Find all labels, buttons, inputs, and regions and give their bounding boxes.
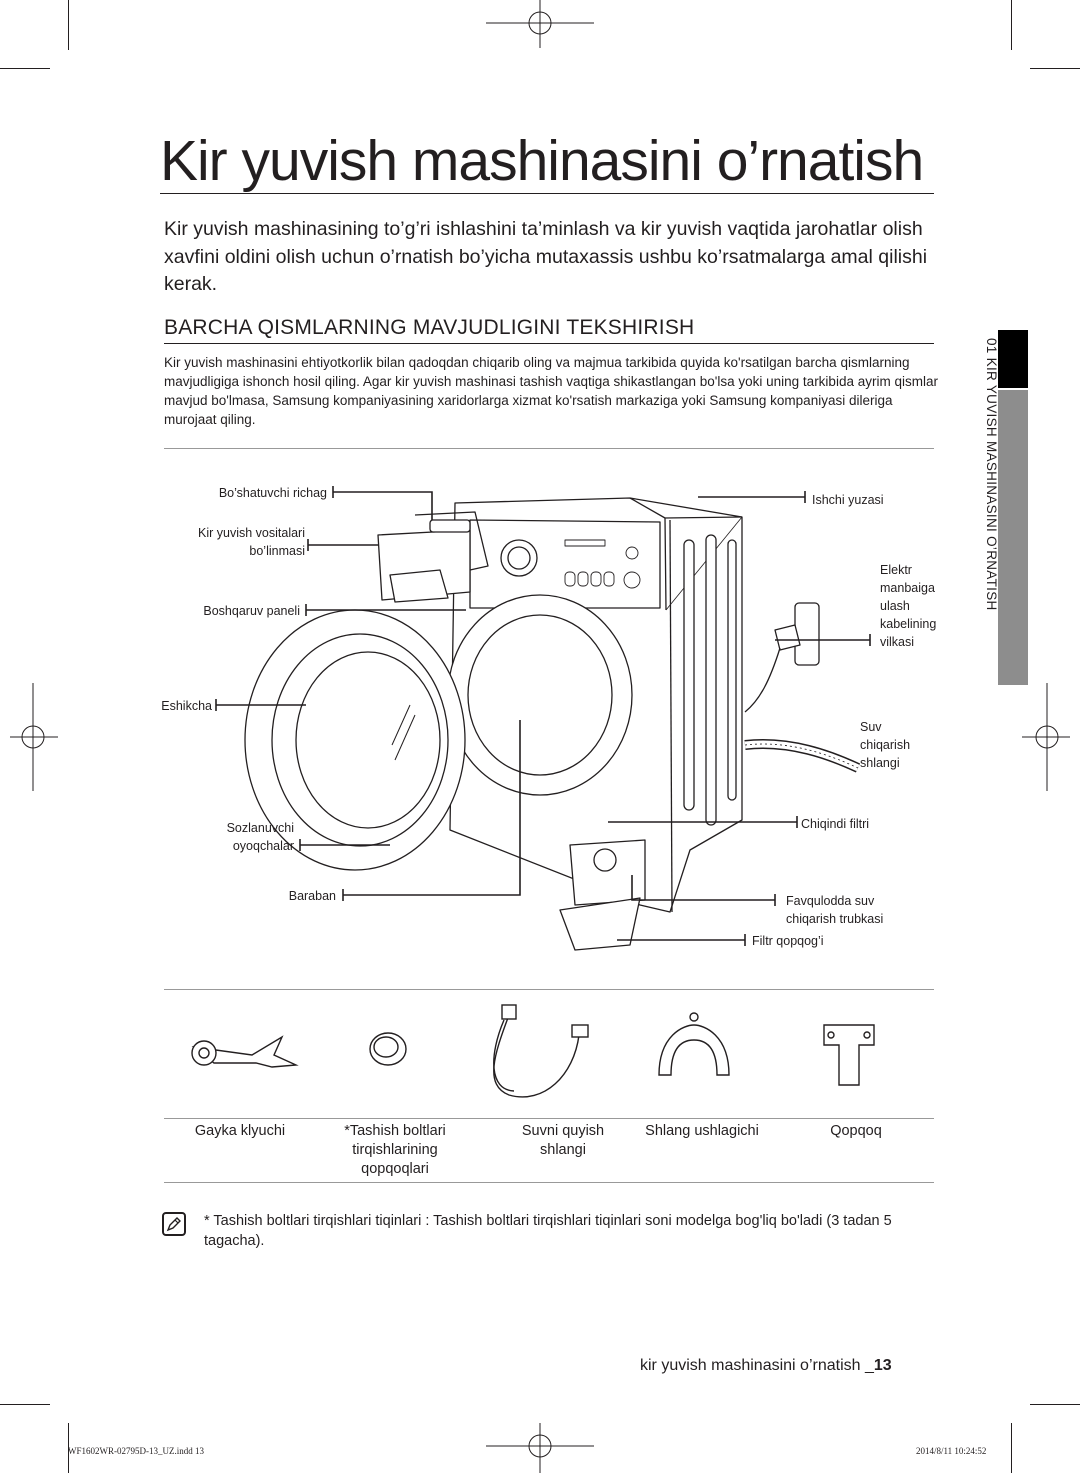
page-title: Kir yuvish mashinasini o’rnatish (160, 129, 924, 193)
callout-plug-line4: kabelining (880, 617, 937, 631)
callout-plug-line1: Elektr (880, 563, 912, 577)
callout-drain-line2: chiqarish (860, 738, 911, 752)
callout-detergent-line2: bo’linmasi (249, 544, 305, 558)
callout-worktop: Ishchi yuzasi (812, 493, 884, 507)
callout-drum: Baraban (288, 889, 336, 903)
accessories-illustrations (191, 1004, 875, 1098)
side-tab-label: 01 KIR YUVISH MASHINASINI O’RNATISH (984, 338, 999, 611)
accessory-label: Gayka klyuchi (194, 1123, 286, 1139)
note: * Tashish boltlari tirqishlari tiqinlari… (204, 1211, 944, 1251)
crop-mark (0, 68, 50, 69)
callout-release-lever: Bo’shatuvchi richag (218, 486, 327, 500)
callout-debris-filter: Chiqindi filtri (801, 817, 870, 831)
section-paragraph: Kir yuvish mashinasini ehtiyotkorlik bil… (164, 355, 938, 427)
accessory-label: Shlang ushlagichi (645, 1123, 759, 1139)
callout-plug-line3: ulash (880, 599, 910, 613)
crop-mark (0, 1404, 50, 1405)
title-rule (160, 193, 934, 194)
note-label: * Tashish boltlari tirqishlari tiqinlari (204, 1213, 422, 1229)
accessories-top-rule (164, 989, 934, 990)
spanner-icon (191, 1035, 299, 1068)
callout-plug-line2: manbaiga (880, 581, 935, 595)
slug-timestamp: 2014/8/11 10:24:52 (916, 1446, 987, 1456)
callout-door: Eshikcha (161, 699, 212, 713)
section-rule (164, 343, 934, 344)
crop-mark (68, 0, 69, 50)
intro-paragraph: Kir yuvish mashinasining to’g’ri ishlash… (164, 218, 928, 295)
callout-emergency-line2: chiqarish trubkasi (786, 912, 884, 926)
crop-mark (1011, 1423, 1012, 1473)
page-number: 13 (873, 1357, 892, 1374)
crop-mark (1011, 0, 1012, 50)
callout-drain-line3: shlangi (860, 756, 900, 770)
callout-feet-line1: Sozlanuvchi (226, 821, 294, 835)
cap-icon (369, 1032, 407, 1066)
note-icon (162, 1212, 186, 1236)
callout-filter-cover: Filtr qopqog’i (752, 934, 824, 948)
accessories-bottom-rule (164, 1182, 934, 1183)
callout-feet-line2: oyoqchalar (232, 839, 294, 853)
callout-control-panel: Boshqaruv paneli (203, 604, 300, 618)
accessory-label: Suvni quyish shlangi (521, 1123, 605, 1158)
section-divider (164, 448, 934, 449)
hose-hanger-icon (658, 1012, 730, 1076)
side-tab-bar (998, 390, 1028, 685)
crop-mark (68, 1423, 69, 1473)
hose-icon (493, 1004, 589, 1098)
side-tab-marker (998, 330, 1028, 388)
section-heading: BARCHA QISMLARNING MAVJUDLIGINI TEKSHIRI… (164, 316, 695, 339)
page-footer: kir yuvish mashinasini o’rnatish _13 (640, 1357, 892, 1375)
footer-chapter: kir yuvish mashinasini o’rnatish _ (640, 1357, 874, 1374)
accessories-mid-rule (164, 1118, 934, 1119)
cover-icon (823, 1024, 875, 1086)
callout-plug-line5: vilkasi (880, 635, 915, 649)
accessory-label: *Tashish boltlari tirqishlarining qopqoq… (344, 1123, 446, 1177)
accessory-label: Qopqoq (830, 1123, 882, 1139)
callout-drain-line1: Suv (860, 720, 882, 734)
washing-machine-illustration (215, 486, 871, 951)
callout-emergency-line1: Favqulodda suv (786, 894, 875, 908)
note-body: : Tashish boltlari tirqishlari tiqinlari… (204, 1213, 892, 1249)
callout-detergent-line1: Kir yuvish vositalari (198, 526, 305, 540)
crop-mark (1030, 68, 1080, 69)
slug-filename: WF1602WR-02795D-13_UZ.indd 13 (68, 1446, 204, 1456)
crop-mark (1030, 1404, 1080, 1405)
